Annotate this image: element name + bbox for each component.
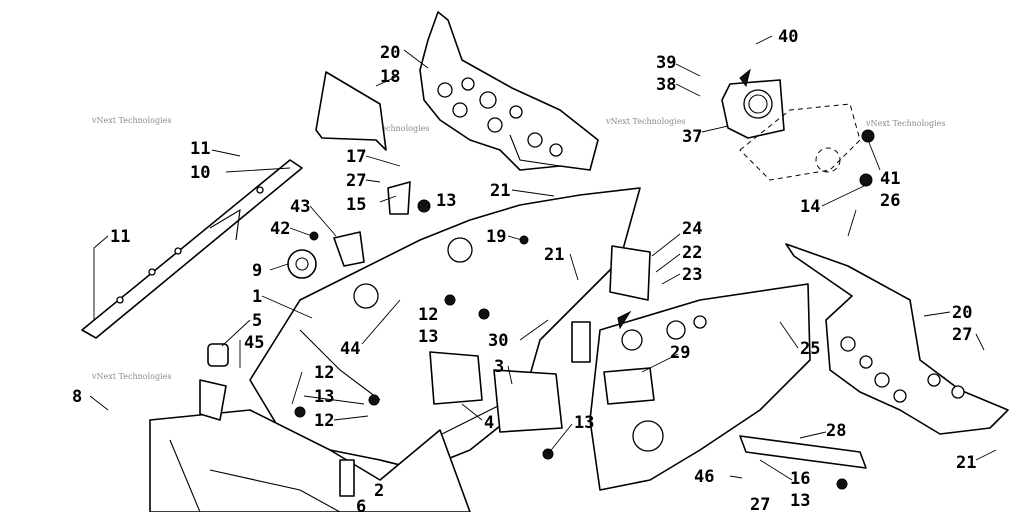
callout-8: 8 — [72, 387, 82, 407]
callout-17: 17 — [346, 147, 366, 167]
callout-10: 10 — [190, 163, 210, 183]
callout-21-top: 21 — [490, 181, 510, 201]
callout-28: 28 — [826, 421, 846, 441]
watermark-1: vNext Technologies — [91, 116, 171, 125]
callout-15: 15 — [346, 195, 366, 215]
callout-26: 26 — [880, 191, 900, 211]
callout-11-top: 11 — [190, 139, 210, 159]
lower-frame — [149, 409, 471, 512]
front-arm — [81, 159, 303, 339]
callout-27-top: 27 — [346, 171, 366, 191]
callout-29: 29 — [670, 343, 690, 363]
callout-12-mid: 12 — [418, 305, 438, 325]
chaincase-fragment — [739, 103, 861, 181]
callout-27-right: 27 — [952, 325, 972, 345]
watermark-3: vNext Technologies — [605, 117, 685, 126]
callout-1: 1 — [252, 287, 262, 307]
main-frame — [249, 187, 641, 471]
bracket-18 — [315, 71, 387, 151]
callout-19: 19 — [486, 227, 506, 247]
watermark-2: vNext Technologies — [349, 124, 429, 133]
callout-43: 43 — [290, 197, 310, 217]
callout-13-bottom: 13 — [790, 491, 810, 511]
callout-41: 41 — [880, 169, 900, 189]
callout-13-mid: 13 — [418, 327, 438, 347]
callout-2: 2 — [374, 481, 384, 501]
callout-12-lower-b: 12 — [314, 411, 334, 431]
callout-40: 40 — [778, 27, 798, 47]
callout-38: 38 — [656, 75, 676, 95]
watermark-4: vNext Technologies — [865, 119, 945, 128]
callout-27-bottom: 27 — [750, 495, 770, 512]
callout-45: 45 — [244, 333, 264, 353]
callout-9: 9 — [252, 261, 262, 281]
callout-13-lower: 13 — [314, 387, 334, 407]
callout-39: 39 — [656, 53, 676, 73]
callout-14: 14 — [800, 197, 820, 217]
callout-11-left: 11 — [110, 227, 130, 247]
callout-12-lower-a: 12 — [314, 363, 334, 383]
callout-24: 24 — [682, 219, 702, 239]
callout-25: 25 — [800, 339, 820, 359]
callout-37: 37 — [682, 127, 702, 147]
skid-plate-upper — [419, 11, 599, 171]
callout-20-right: 20 — [952, 303, 972, 323]
callout-5: 5 — [252, 311, 262, 331]
bearing-housing — [721, 68, 785, 139]
callout-6: 6 — [356, 497, 366, 512]
callout-16: 16 — [790, 469, 810, 489]
callout-21-mid: 21 — [544, 245, 564, 265]
skid-plate-right — [785, 243, 1009, 435]
callout-44: 44 — [340, 339, 360, 359]
callout-13-top: 13 — [436, 191, 456, 211]
side-plate-right — [589, 283, 811, 491]
callout-13-center: 13 — [574, 413, 594, 433]
callout-18: 18 — [380, 67, 400, 87]
callout-42: 42 — [270, 219, 290, 239]
bracket-22 — [609, 245, 651, 301]
callout-3: 3 — [494, 357, 504, 377]
callout-22: 22 — [682, 243, 702, 263]
callout-labels: 40 39 38 37 20 18 11 10 17 27 15 13 21 4… — [72, 27, 976, 512]
strut-28 — [739, 435, 867, 469]
callout-20-top: 20 — [380, 43, 400, 63]
leader-lines — [89, 35, 997, 481]
callout-30: 30 — [488, 331, 508, 351]
watermark-5: vNext Technologies — [91, 372, 171, 381]
callout-23: 23 — [682, 265, 702, 285]
callout-21-right: 21 — [956, 453, 976, 473]
callout-46: 46 — [694, 467, 714, 487]
small-parts — [199, 129, 875, 490]
callout-4: 4 — [484, 413, 494, 433]
